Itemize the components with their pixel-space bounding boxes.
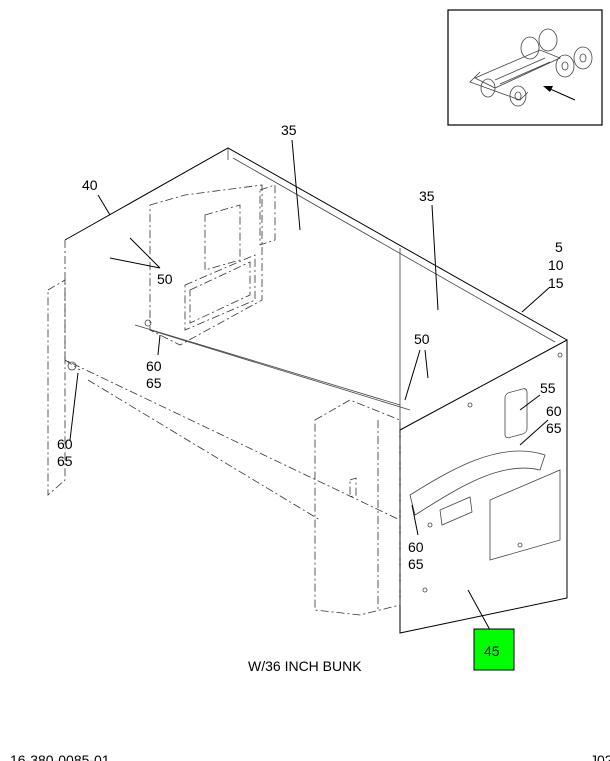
callout-15: 15: [548, 275, 564, 291]
callout-50: 50: [414, 331, 430, 347]
callout-50: 50: [157, 271, 173, 287]
callout-60: 60: [546, 403, 562, 419]
callout-65: 65: [546, 420, 562, 436]
callout-5: 5: [555, 239, 563, 255]
callout-65: 65: [408, 556, 424, 572]
callout-35: 35: [281, 122, 297, 138]
callout-60: 60: [57, 436, 73, 452]
callout-45[interactable]: 45: [484, 643, 500, 659]
callout-40: 40: [82, 177, 98, 193]
sheet-code: J02: [590, 752, 610, 761]
callout-55: 55: [540, 380, 556, 396]
callout-35: 35: [419, 188, 435, 204]
callout-65: 65: [146, 375, 162, 391]
callout-10: 10: [548, 257, 564, 273]
callout-65: 65: [57, 453, 73, 469]
diagram-caption: W/36 INCH BUNK: [248, 658, 362, 674]
direction-arrow-icon: [543, 86, 576, 101]
callout-45-highlighted[interactable]: 45: [473, 628, 515, 671]
callout-60: 60: [146, 358, 162, 374]
drawing-number: 16-380-0085-01: [10, 752, 110, 761]
callout-60: 60: [408, 539, 424, 555]
truck-chassis-locator-icon: [447, 9, 603, 126]
bunk-enclosure-drawing: [47, 139, 568, 634]
